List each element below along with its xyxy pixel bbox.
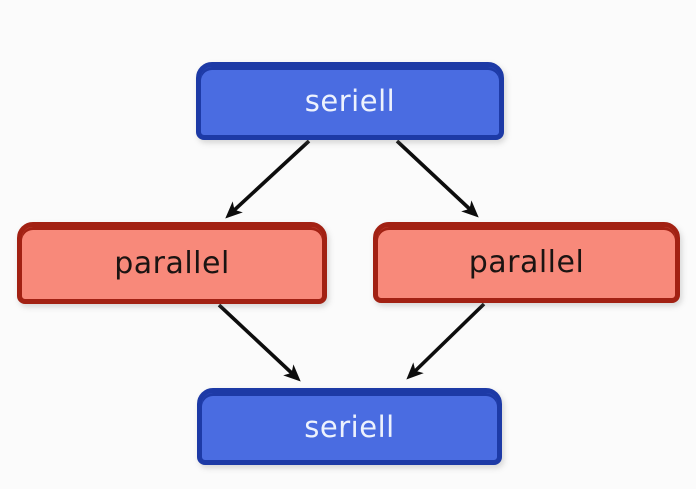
arrow-parallel-right-to-seriell-bottom <box>406 302 486 380</box>
arrow-seriell-top-to-parallel-right <box>395 139 479 218</box>
node-seriell-bottom: seriell <box>197 388 502 465</box>
node-parallel-left: parallel <box>17 222 327 304</box>
node-label: parallel <box>468 245 585 280</box>
node-label: seriell <box>304 84 396 118</box>
arrow-seriell-top-to-parallel-left <box>225 139 311 219</box>
node-label: seriell <box>304 409 395 444</box>
arrow-parallel-left-to-seriell-bottom <box>217 303 301 382</box>
node-label: parallel <box>114 245 230 281</box>
node-parallel-right: parallel <box>373 222 680 303</box>
node-seriell-top: seriell <box>196 62 504 140</box>
